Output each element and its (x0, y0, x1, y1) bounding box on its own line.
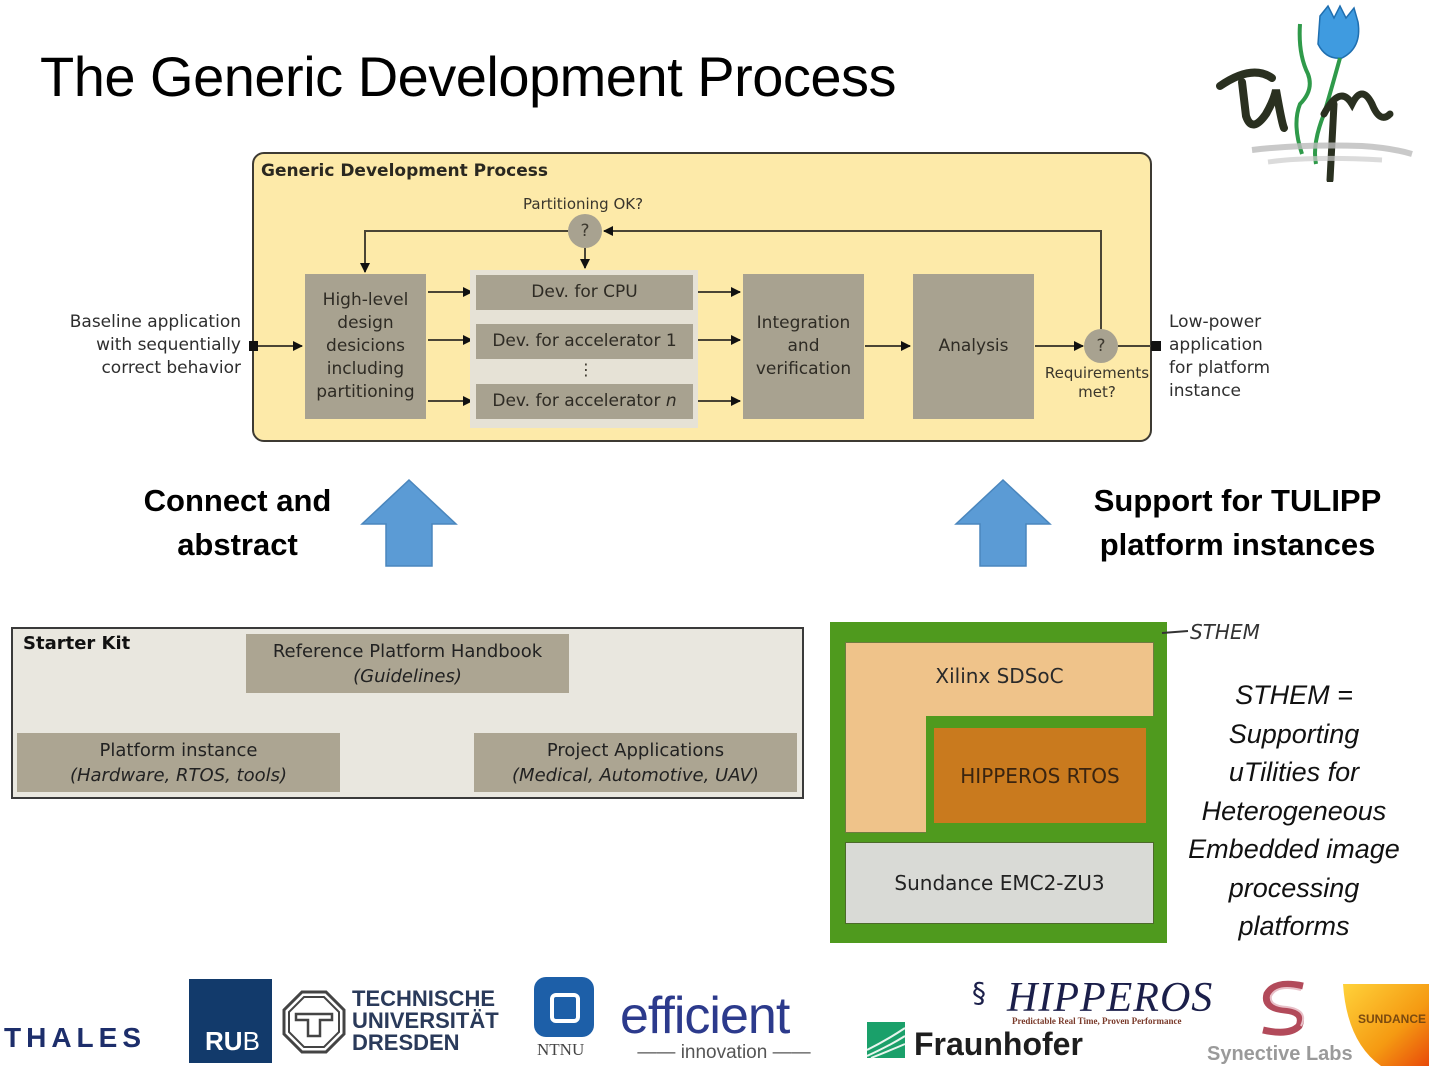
box-line: including (326, 359, 405, 379)
up-arrow-right-icon (954, 478, 1052, 567)
box-line: High-level (322, 290, 409, 310)
sundance-emblem-icon (1343, 984, 1429, 1066)
input-label-line: correct behavior (101, 358, 241, 378)
output-port-icon (1152, 341, 1161, 351)
sthem-tag-leader (1161, 630, 1189, 634)
output-label-line: instance (1169, 381, 1242, 401)
starter-kit-title: Starter Kit (23, 633, 131, 654)
analysis-box: Analysis (913, 274, 1034, 419)
support-tulipp-label: Support for TULIPP platform instances (1085, 479, 1390, 567)
ntnu-emblem-icon (534, 977, 594, 1037)
applications-title: Project Applications (546, 739, 725, 761)
partitioning-decision-node: ? (568, 214, 602, 248)
dev-accelerator-n-box: Dev. for accelerator n (476, 384, 693, 419)
integration-verification-box: Integration and verification (743, 274, 864, 419)
sthem-definition: STHEM = Supporting uTilities for Heterog… (1172, 676, 1416, 946)
partitioning-ok-label: Partitioning OK? (523, 195, 644, 213)
requirements-label-line: met? (1078, 383, 1116, 401)
sthem-tag: STHEM (1190, 620, 1260, 644)
process-panel-title: Generic Development Process (261, 161, 549, 181)
box-line: desicions (326, 336, 405, 356)
tulip-flower-icon (1317, 4, 1360, 59)
box-line: and (787, 336, 820, 356)
dev-ellipsis: ⋮ (578, 360, 594, 379)
hipperos-tagline: Predictable Real Time, Proven Performanc… (1012, 1016, 1182, 1026)
rub-logo-text-b: B (242, 1026, 260, 1056)
slide-title: The Generic Development Process (40, 45, 897, 108)
requirements-met-label: Requirements met? (1042, 364, 1152, 402)
xilinx-sdsoc-label: Xilinx SDSoC (935, 664, 1064, 688)
box-line: Integration (756, 313, 851, 333)
hipperos-logo: HIPPEROS (1007, 975, 1214, 1021)
reference-handbook-box: Reference Platform Handbook (Guidelines) (246, 634, 569, 693)
output-label: Low-power application for platform insta… (1169, 311, 1270, 403)
tud-line: TECHNISCHE (352, 986, 496, 1011)
xilinx-sdsoc-layer (845, 642, 1154, 716)
fraunhofer-emblem-icon (867, 1022, 906, 1059)
label-line: platform instances (1099, 527, 1376, 562)
label-line: Support for TULIPP (1093, 483, 1382, 518)
input-label-line: with sequentially (96, 335, 241, 355)
project-applications-box: Project Applications (Medical, Automotiv… (474, 733, 797, 792)
label-line: abstract (177, 527, 298, 562)
dev-accelerator-n-suffix: n (665, 391, 677, 411)
box-line: design (337, 313, 394, 333)
tulipp-logo (1216, 4, 1413, 182)
high-level-design-box: High-level design desicions including pa… (305, 274, 426, 419)
dev-cpu-box: Dev. for CPU (476, 275, 693, 310)
applications-subtitle: (Medical, Automotive, UAV) (512, 764, 759, 786)
platform-instance-box: Platform instance (Hardware, RTOS, tools… (17, 733, 340, 792)
sundance-board-layer: Sundance EMC2-ZU3 (845, 842, 1154, 924)
box-line: verification (755, 359, 852, 379)
definition-line: platforms (1238, 911, 1350, 941)
tu-dresden-emblem-icon (282, 990, 346, 1054)
definition-line: processing (1228, 872, 1360, 903)
synective-emblem-icon (1262, 980, 1305, 1036)
up-arrow-left-icon (360, 478, 458, 567)
input-label-line: Baseline application (69, 312, 241, 332)
requirements-decision-node: ? (1084, 329, 1118, 363)
handbook-title: Reference Platform Handbook (272, 640, 543, 662)
definition-line: Supporting (1228, 718, 1360, 749)
output-label-line: for platform (1169, 358, 1271, 378)
hipperos-rtos-layer: HIPPEROS RTOS (934, 728, 1146, 823)
definition-line: Heterogeneous (1201, 795, 1387, 826)
connect-abstract-label: Connect and abstract (130, 479, 345, 567)
output-label-line: application (1169, 335, 1263, 355)
box-line: partitioning (316, 382, 415, 402)
requirements-label-line: Requirements (1044, 364, 1150, 382)
rub-logo: RUB (189, 979, 272, 1063)
efficient-innovation-logo: —— innovation —— (637, 1042, 811, 1063)
sundance-logo: SUNDANCE (1358, 1012, 1427, 1026)
rub-logo-text: RU (205, 1026, 243, 1056)
definition-line: uTilities for (1228, 757, 1360, 787)
fraunhofer-logo: Fraunhofer (914, 1026, 1083, 1062)
efficient-logo: efficient (620, 987, 790, 1045)
input-label: Baseline application with sequentially c… (56, 311, 241, 380)
efficient-sub: innovation (680, 1042, 768, 1063)
definition-line: Embedded image (1188, 834, 1400, 864)
output-label-line: Low-power (1169, 312, 1262, 332)
platform-title: Platform instance (99, 739, 258, 761)
ntnu-logo-text: NTNU (537, 1040, 585, 1059)
dev-accelerator-1-box: Dev. for accelerator 1 (476, 324, 693, 359)
synective-logo: Synective Labs (1207, 1043, 1353, 1065)
hipperos-seahorse-icon: § (972, 976, 986, 1009)
dev-accelerator-n-label: Dev. for accelerator (492, 391, 661, 411)
handbook-subtitle: (Guidelines) (353, 665, 462, 687)
tud-line: UNIVERSITÄT (352, 1008, 499, 1033)
tu-dresden-logo: TECHNISCHE UNIVERSITÄT DRESDEN (352, 988, 499, 1054)
xilinx-sdsoc-layer-leg (845, 715, 926, 833)
tud-line: DRESDEN (352, 1030, 460, 1055)
label-line: Connect and (143, 483, 332, 518)
thales-logo: THALES (4, 1022, 146, 1053)
definition-line: STHEM = (1235, 680, 1353, 710)
platform-subtitle: (Hardware, RTOS, tools) (69, 764, 288, 786)
